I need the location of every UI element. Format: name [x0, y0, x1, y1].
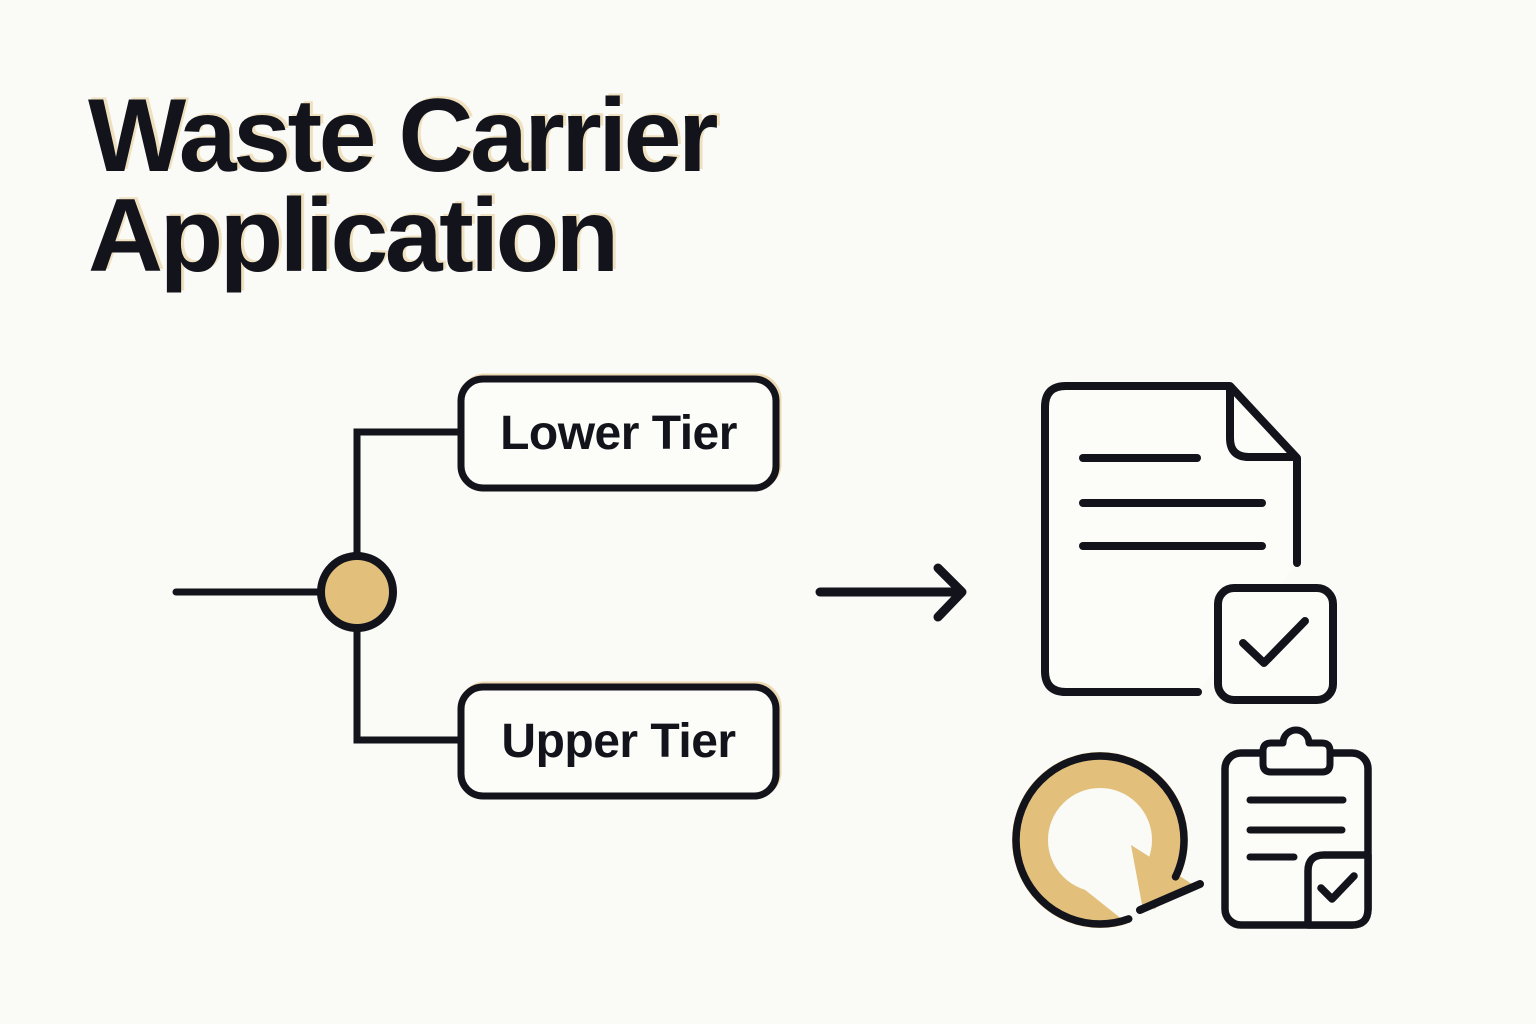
renewal-arrow-edge — [1136, 880, 1204, 914]
arrow-right-icon — [815, 563, 967, 622]
approved-document-icon — [1041, 382, 1337, 704]
flow-connector-lower — [353, 428, 463, 560]
renewal-ring-outline — [1012, 752, 1188, 928]
checkmark-icon — [1239, 617, 1309, 667]
clipboard-checklist-icon — [1221, 726, 1372, 929]
flow-connector-upper — [353, 626, 463, 744]
renewal-arrow-head — [1131, 845, 1192, 910]
decision-node — [317, 552, 397, 632]
renewal-cycle-icon — [1012, 752, 1204, 932]
page-title-line-2: Application — [88, 178, 619, 294]
clipboard-checkmark-icon — [1317, 872, 1358, 903]
checkbox-icon — [1214, 584, 1337, 704]
arrow-head — [933, 563, 967, 622]
node-lower-tier-box — [457, 375, 780, 492]
document-folded-corner — [1226, 386, 1297, 461]
node-upper-tier-label: Upper Tier — [501, 715, 736, 768]
page-title-line-1: Waste Carrier — [88, 78, 718, 194]
clipboard-clip — [1259, 726, 1334, 776]
renewal-ring — [1012, 752, 1188, 928]
page-title: Waste Carrier Application — [88, 78, 718, 294]
node-lower-tier-label: Lower Tier — [500, 407, 737, 460]
node-upper-tier-box — [457, 683, 780, 800]
